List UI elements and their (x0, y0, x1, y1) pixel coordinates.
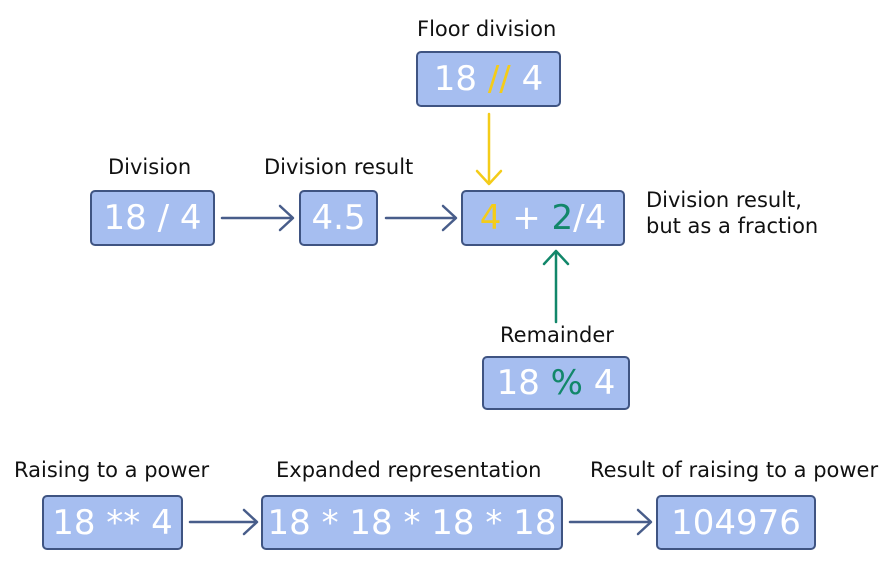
fraction-whole: 4 (479, 198, 502, 238)
fraction-note-line1: Division result, (646, 188, 802, 212)
expanded-box: 18 * 18 * 18 * 18 (261, 495, 563, 550)
remainder-operator: % (550, 363, 583, 403)
remainder-box: 18 % 4 (482, 356, 630, 410)
division-result-box: 4.5 (299, 190, 378, 246)
floor-division-label: Floor division (417, 17, 557, 41)
expanded-label: Expanded representation (276, 458, 542, 482)
arrow-remainder-to-fraction (542, 249, 570, 324)
division-box: 18 / 4 (90, 190, 215, 246)
arrow-division-to-result (220, 204, 295, 232)
arrow-result-to-fraction (384, 204, 458, 232)
fraction-box: 4 + 2/4 (461, 190, 625, 246)
power-box: 18 ** 4 (42, 495, 183, 550)
power-result-label: Result of raising to a power (590, 458, 879, 482)
remainder-left: 18 (496, 363, 551, 403)
fraction-plus: + (501, 198, 552, 238)
fraction-note-line2: but as a fraction (646, 214, 819, 239)
fraction-denominator: /4 (573, 198, 607, 238)
floor-division-operator: // (487, 59, 511, 99)
power-label: Raising to a power (14, 458, 210, 482)
fraction-note: Division result, but as a fraction (646, 187, 818, 240)
arrow-expanded-to-result (568, 508, 653, 536)
division-result-label: Division result (264, 155, 414, 179)
division-label: Division (108, 155, 192, 179)
floor-division-right: 4 (510, 59, 544, 99)
floor-division-left: 18 (433, 59, 488, 99)
floor-division-box: 18 // 4 (416, 51, 561, 107)
fraction-remainder: 2 (551, 198, 574, 238)
remainder-right: 4 (582, 363, 616, 403)
arrow-floor-to-fraction (475, 112, 503, 186)
power-result-box: 104976 (656, 495, 816, 550)
remainder-label: Remainder (500, 323, 614, 347)
arrow-power-to-expanded (188, 508, 259, 536)
